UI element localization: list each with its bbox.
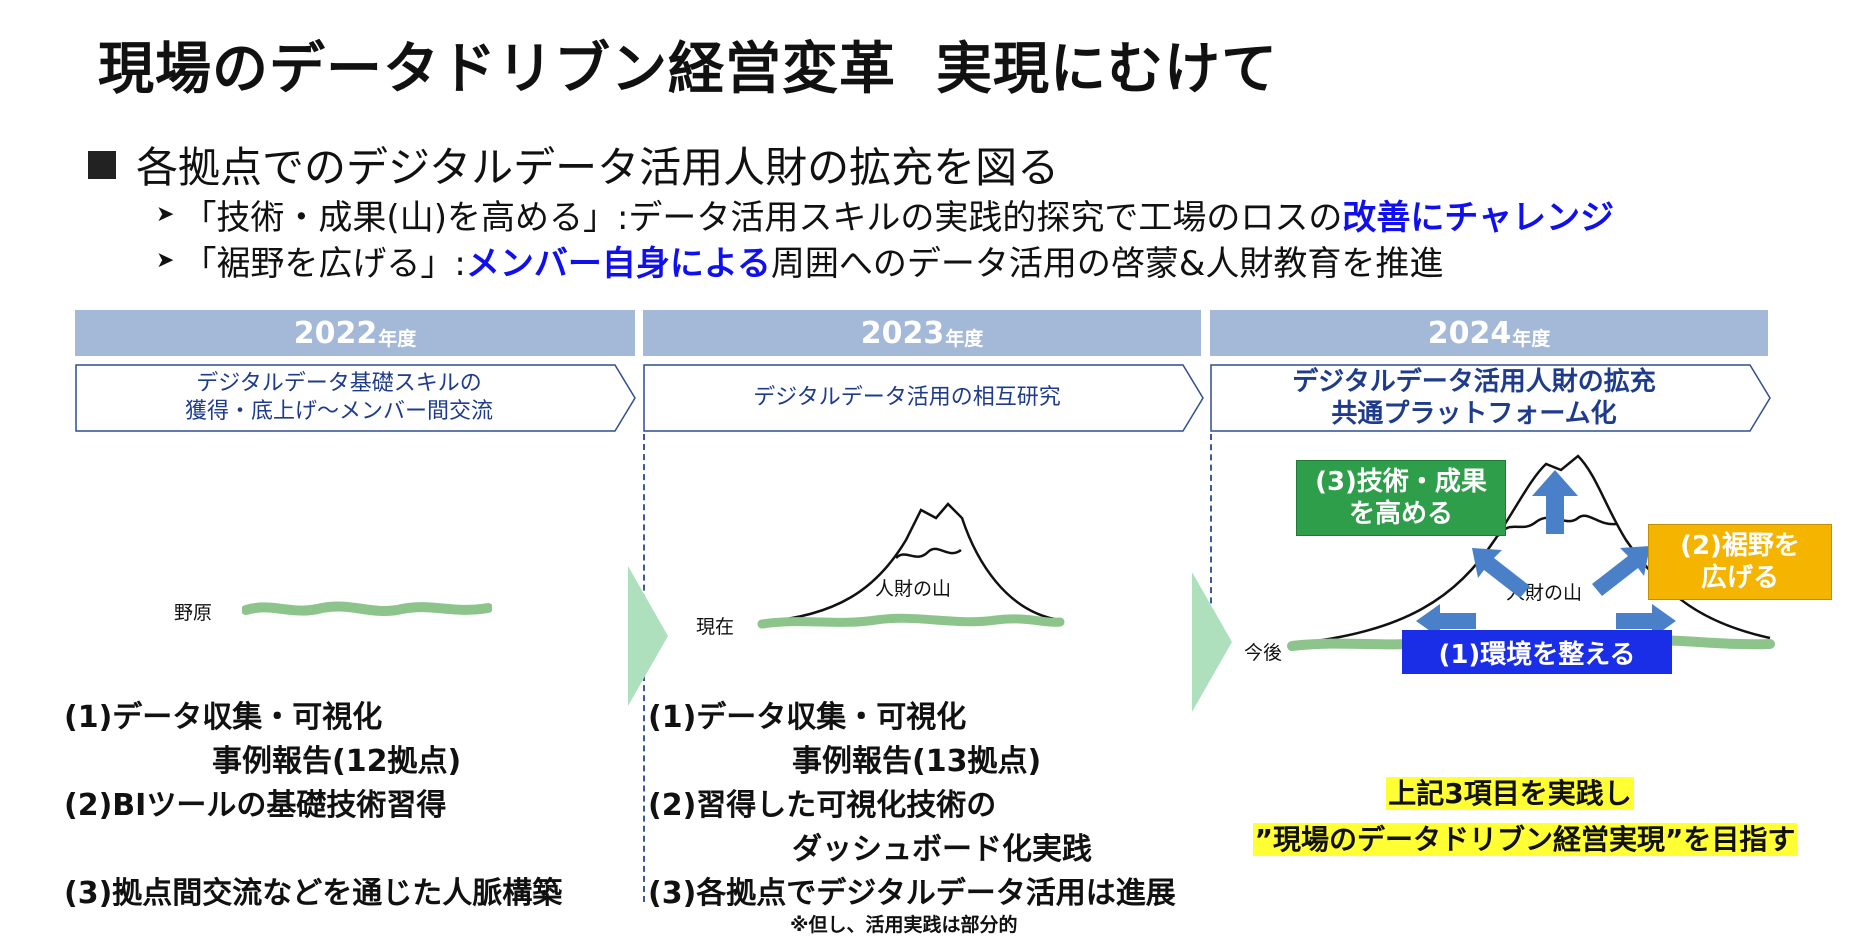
conclusion-line-2: ”現場のデータドリブン経営実現”を目指す	[1252, 823, 1798, 856]
item-2022-1: (1)データ収集・可視化	[64, 700, 383, 735]
item-2023-3: (3)各拠点でデジタルデータ活用は進展	[648, 876, 1176, 911]
footnote: ※但し、活用実践は部分的	[790, 914, 1018, 936]
item-2023-1: (1)データ収集・可視化	[648, 700, 967, 735]
theme-chevron-2024: デジタルデータ活用人財の拡充 共通プラットフォーム化	[1210, 364, 1772, 432]
transition-arrow-icon	[628, 566, 668, 706]
badge-environment: (1)環境を整える	[1402, 630, 1672, 674]
main-bullet: 各拠点でのデジタルデータ活用人財の拡充を図る	[88, 134, 1059, 195]
chevron-shape	[1210, 364, 1771, 432]
theme-chevron-2023: デジタルデータ活用の相互研究	[643, 364, 1205, 432]
sub-bullet-2: ➤ 「裾野を広げる」:メンバー自身による周囲へのデータ活用の啓蒙&人財教育を推進	[156, 244, 1444, 284]
chevron-shape	[75, 364, 636, 432]
chevron-shape	[643, 364, 1204, 432]
item-2022-1b: 事例報告(12拠点)	[212, 744, 462, 779]
theme-chevron-2022: デジタルデータ基礎スキルの 獲得・底上げ〜メンバー間交流	[75, 364, 637, 432]
badge-expand-base: (2)裾野を 広げる	[1648, 524, 1832, 600]
arrow-left-icon	[1416, 604, 1476, 638]
ground-label: 野原	[174, 602, 213, 624]
item-2023-2: (2)習得した可視化技術の	[648, 788, 997, 823]
ground-label: 今後	[1244, 642, 1283, 664]
arrowhead-bullet-icon: ➤	[156, 202, 175, 227]
mountain-label: 人財の山	[875, 578, 952, 600]
item-2023-1b: 事例報告(13拠点)	[792, 744, 1042, 779]
item-2022-3: (3)拠点間交流などを通じた人脈構築	[64, 876, 563, 911]
mountain-current-shape	[757, 502, 1065, 629]
badge-tech-results: (3)技術・成果 を高める	[1296, 460, 1506, 536]
conclusion-line-1: 上記3項目を実践し	[1386, 777, 1634, 810]
field-ground-shape	[242, 601, 492, 617]
arrowhead-bullet-icon: ➤	[156, 248, 175, 273]
arrow-diag-right-icon	[1592, 546, 1650, 596]
column-divider	[1210, 434, 1212, 634]
sub-bullet-1: ➤ 「技術・成果(山)を高める」:データ活用スキルの実践的探究で工場のロスの改善…	[156, 198, 1615, 238]
square-bullet-icon	[88, 150, 116, 179]
page-title: 現場のデータドリブン経営変革実現にむけて	[98, 37, 1278, 102]
arrow-diag-left-icon	[1472, 548, 1530, 598]
transition-arrow-icon	[1192, 572, 1232, 712]
item-2022-2: (2)BIツールの基礎技術習得	[64, 788, 447, 823]
ground-label: 現在	[696, 616, 735, 638]
arrow-right-icon	[1616, 604, 1676, 638]
arrow-up-icon	[1532, 470, 1578, 534]
item-2023-2b: ダッシュボード化実践	[792, 832, 1092, 867]
